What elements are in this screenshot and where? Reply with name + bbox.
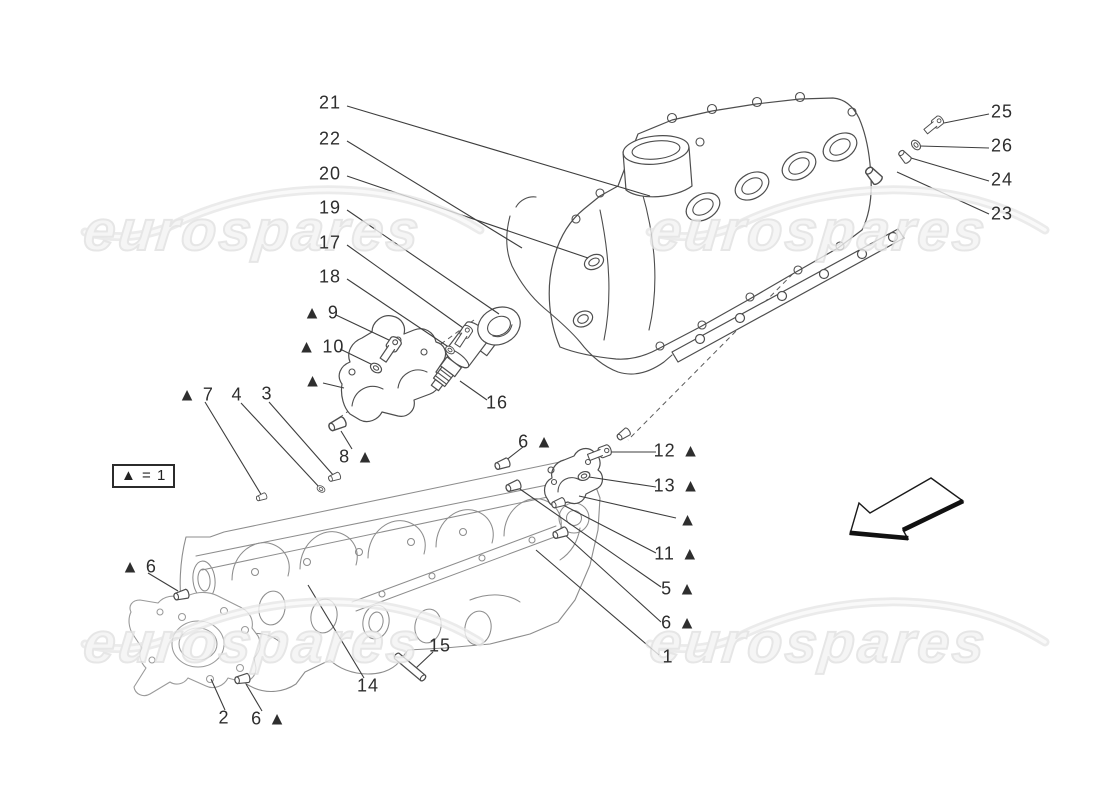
callout-9: ▲ 9 [303, 302, 339, 323]
callout-7: ▲ 7 [178, 384, 214, 405]
washer-18-part [445, 345, 455, 355]
callout-19: 19 [318, 197, 342, 218]
washer-13-part [577, 470, 591, 482]
cam-bore-openings [685, 132, 858, 222]
callout-17: 17 [318, 232, 342, 253]
callout-6-bottom: 6 ▲ [251, 708, 287, 729]
spacer-24-part [898, 149, 912, 164]
callout-tri-a: ▲ [303, 370, 323, 391]
head-gasket-drawing [128, 591, 261, 697]
callout-23: 23 [990, 203, 1014, 224]
watermark-text: eurospares [80, 198, 426, 264]
washer-26-part [910, 139, 922, 151]
callout-22: 22 [318, 128, 342, 149]
callout-8: 8 ▲ [339, 446, 375, 467]
direction-arrow [849, 477, 965, 541]
camshaft-cap-top-drawing [338, 315, 447, 423]
callout-6-mid: 6 ▲ [518, 431, 554, 452]
watermark-text: eurospares [80, 610, 426, 676]
assembly-axis-lines [331, 196, 870, 441]
bushing-8-part [328, 416, 347, 432]
callout-21: 21 [318, 92, 342, 113]
cover-bolt-tabs [571, 91, 857, 351]
callout-16: 16 [485, 392, 509, 413]
callout-26: 26 [990, 135, 1014, 156]
callout-10: ▲ 10 [297, 336, 345, 357]
callout-4: 4 [231, 384, 243, 405]
callout-2: 2 [218, 707, 230, 728]
callout-13: 13 ▲ [653, 475, 701, 496]
bushing-11-part [551, 497, 566, 509]
dowel-7-part [255, 492, 268, 502]
watermark-text: eurospares [646, 198, 992, 264]
plug-6-left-part [173, 588, 190, 601]
callout-24: 24 [990, 169, 1014, 190]
bolt-25-part [923, 115, 945, 135]
callout-15: 15 [428, 635, 452, 656]
callout-11: 11 ▲ [654, 543, 700, 564]
bolt-9-part [379, 336, 402, 363]
swoosh-curve [80, 185, 1050, 654]
plug-6-bottom-part [234, 672, 251, 685]
bolt-12-part [586, 444, 612, 461]
pin-15-part [393, 652, 427, 682]
callout-6-left: ▲ 6 [121, 556, 157, 577]
washer-4-part [316, 485, 326, 493]
bolt-17-part [454, 324, 474, 348]
camshaft-cap-right-drawing [543, 447, 604, 507]
oil-filler-neck [622, 135, 705, 198]
callout-5: 5 ▲ [661, 578, 697, 599]
callout-12: 12 ▲ [653, 440, 701, 461]
callout-14: 14 [356, 675, 380, 696]
callout-1: 1 [662, 646, 674, 667]
seal-ring-drawing [477, 306, 521, 346]
callout-6-right: 6 ▲ [661, 612, 697, 633]
leader-lines [147, 105, 990, 712]
sleeve-3-part [328, 471, 342, 482]
stud-6-head-part [616, 427, 631, 441]
callout-3: 3 [261, 383, 273, 404]
cover-gasket-drawing [506, 196, 905, 375]
washer-10-part [369, 362, 383, 374]
callout-18: 18 [318, 266, 342, 287]
callout-20: 20 [318, 163, 342, 184]
legend-box: ▲ = 1 [112, 464, 176, 488]
bushing-23-part [864, 166, 883, 185]
hardware-parts [173, 115, 945, 685]
plug-6-mid-part [494, 457, 511, 470]
stud-5-part [505, 479, 522, 492]
solenoid-valve-drawing [430, 321, 496, 392]
cam-cover-drawing [548, 91, 872, 360]
callout-25: 25 [990, 101, 1014, 122]
callout-tri-b: ▲ [678, 509, 698, 530]
legend-text: ▲ = 1 [121, 467, 167, 484]
cylinder-head-drawing [179, 461, 601, 693]
plug-6-right-part [552, 526, 569, 539]
watermark-text: eurospares [646, 610, 992, 676]
